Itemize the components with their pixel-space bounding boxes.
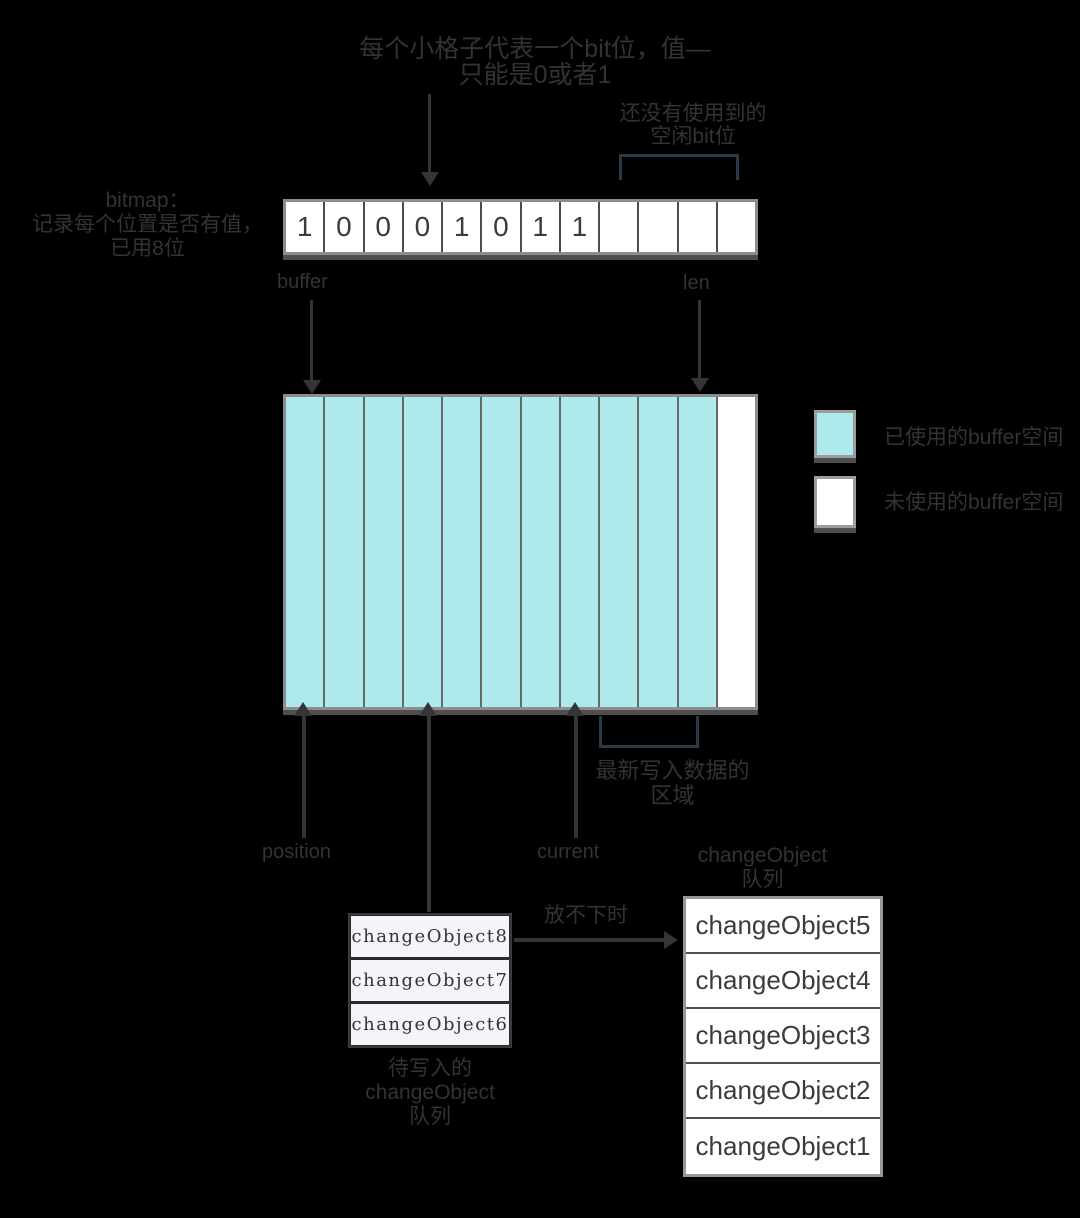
current-label: current xyxy=(537,841,600,863)
merged-queue-annotation-line2: 队列 xyxy=(741,868,784,891)
bitmap-annotation: bitmap： 记录每个位置是否有值， 已用8位 xyxy=(25,189,270,261)
bitmap-array: 1 0 0 0 1 0 1 1 xyxy=(283,199,758,255)
buffer-used-column xyxy=(364,397,404,707)
buffer-used-column xyxy=(600,397,640,707)
free-bits-brace xyxy=(619,154,739,180)
buffer-used-column xyxy=(286,397,326,707)
legend-used-swatch xyxy=(814,410,856,458)
bitmap-cell: 1 xyxy=(560,202,600,252)
merged-list-row: changeObject5 xyxy=(686,899,880,954)
pending-stack-row: changeObject6 xyxy=(351,1004,509,1045)
bitmap-cell: 1 xyxy=(521,202,561,252)
buffer-used-column xyxy=(521,397,561,707)
bit-cell-annotation-line2: 只能是0或者1 xyxy=(458,61,612,89)
buffer-pointer-arrow-head xyxy=(303,380,321,394)
merged-list: changeObject5 changeObject4 changeObject… xyxy=(683,896,883,1177)
buffer-used-column xyxy=(678,397,718,707)
write-arrow-head xyxy=(419,702,437,716)
buffer-used-column xyxy=(443,397,483,707)
pending-stack-row: changeObject7 xyxy=(351,960,509,1001)
len-pointer-arrow-head xyxy=(691,378,709,392)
current-arrow-line xyxy=(574,712,578,838)
bitmap-cell: 0 xyxy=(325,202,365,252)
buffer-grid xyxy=(283,394,758,710)
overflow-arrow-head xyxy=(664,931,678,949)
position-arrow-line xyxy=(302,712,306,838)
pending-stack-annotation-line2: 队列 xyxy=(409,1105,451,1128)
pending-stack: changeObject8 changeObject7 changeObject… xyxy=(348,913,512,1048)
bitmap-annotation-line1: bitmap： xyxy=(105,189,190,212)
bitmap-cell xyxy=(600,202,640,252)
bitmap-cell: 1 xyxy=(443,202,483,252)
len-pointer-label: len xyxy=(683,272,710,294)
latest-write-annotation: 最新写入数据的 区域 xyxy=(580,758,765,808)
bitmap-cell: 1 xyxy=(286,202,326,252)
bit-cell-annotation-line1: 每个小格子代表一个bit位，值— xyxy=(359,35,711,63)
annotation-arrow-head xyxy=(421,172,439,186)
merged-list-row: changeObject3 xyxy=(686,1009,880,1064)
latest-write-brace xyxy=(599,716,699,748)
free-bits-annotation-line2: 空闲bit位 xyxy=(650,125,736,148)
buffer-used-column xyxy=(403,397,443,707)
buffer-free-column xyxy=(717,397,755,707)
bitmap-cell xyxy=(639,202,679,252)
buffer-used-column xyxy=(639,397,679,707)
len-pointer-arrow-line xyxy=(698,300,701,380)
merged-list-row: changeObject1 xyxy=(686,1119,880,1174)
bitmap-cell: 0 xyxy=(403,202,443,252)
free-bits-annotation-line1: 还没有使用到的 xyxy=(619,102,767,125)
bitmap-annotation-line3: 已用8位 xyxy=(110,237,185,260)
legend-used-label: 已使用的buffer空间 xyxy=(884,426,1064,449)
bitmap-annotation-line2: 记录每个位置是否有值， xyxy=(32,213,263,236)
current-arrow-head xyxy=(566,702,584,716)
buffer-pointer-label: buffer xyxy=(277,271,328,293)
bitmap-cell: 0 xyxy=(482,202,522,252)
bitmap-cell xyxy=(678,202,718,252)
bitmap-cell: 0 xyxy=(364,202,404,252)
buffer-used-column xyxy=(482,397,522,707)
bit-cell-annotation: 每个小格子代表一个bit位，值— 只能是0或者1 xyxy=(305,36,765,88)
free-bits-annotation: 还没有使用到的 空闲bit位 xyxy=(598,102,788,148)
overflow-label: 放不下时 xyxy=(544,904,628,927)
merged-queue-annotation: changeObject 队列 xyxy=(670,844,855,892)
write-arrow-line xyxy=(427,712,431,912)
bitmap-cell xyxy=(717,202,755,252)
annotation-arrow-line xyxy=(428,94,431,174)
position-label: position xyxy=(262,841,331,863)
legend-free-swatch xyxy=(814,476,856,528)
latest-write-annotation-line2: 区域 xyxy=(650,783,695,808)
merged-list-row: changeObject2 xyxy=(686,1064,880,1119)
position-arrow-head xyxy=(294,702,312,716)
merged-list-row: changeObject4 xyxy=(686,954,880,1009)
buffer-used-column xyxy=(560,397,600,707)
overflow-arrow-line xyxy=(514,938,666,942)
latest-write-annotation-line1: 最新写入数据的 xyxy=(595,758,750,783)
legend-free-label: 未使用的buffer空间 xyxy=(884,491,1064,514)
pending-stack-annotation: 待写入的changeObject 队列 xyxy=(325,1057,535,1129)
merged-queue-annotation-line1: changeObject xyxy=(697,844,828,867)
buffer-pointer-arrow-line xyxy=(310,300,313,382)
buffer-used-column xyxy=(325,397,365,707)
pending-stack-row: changeObject8 xyxy=(351,916,509,957)
pending-stack-annotation-line1: 待写入的changeObject xyxy=(365,1057,495,1104)
